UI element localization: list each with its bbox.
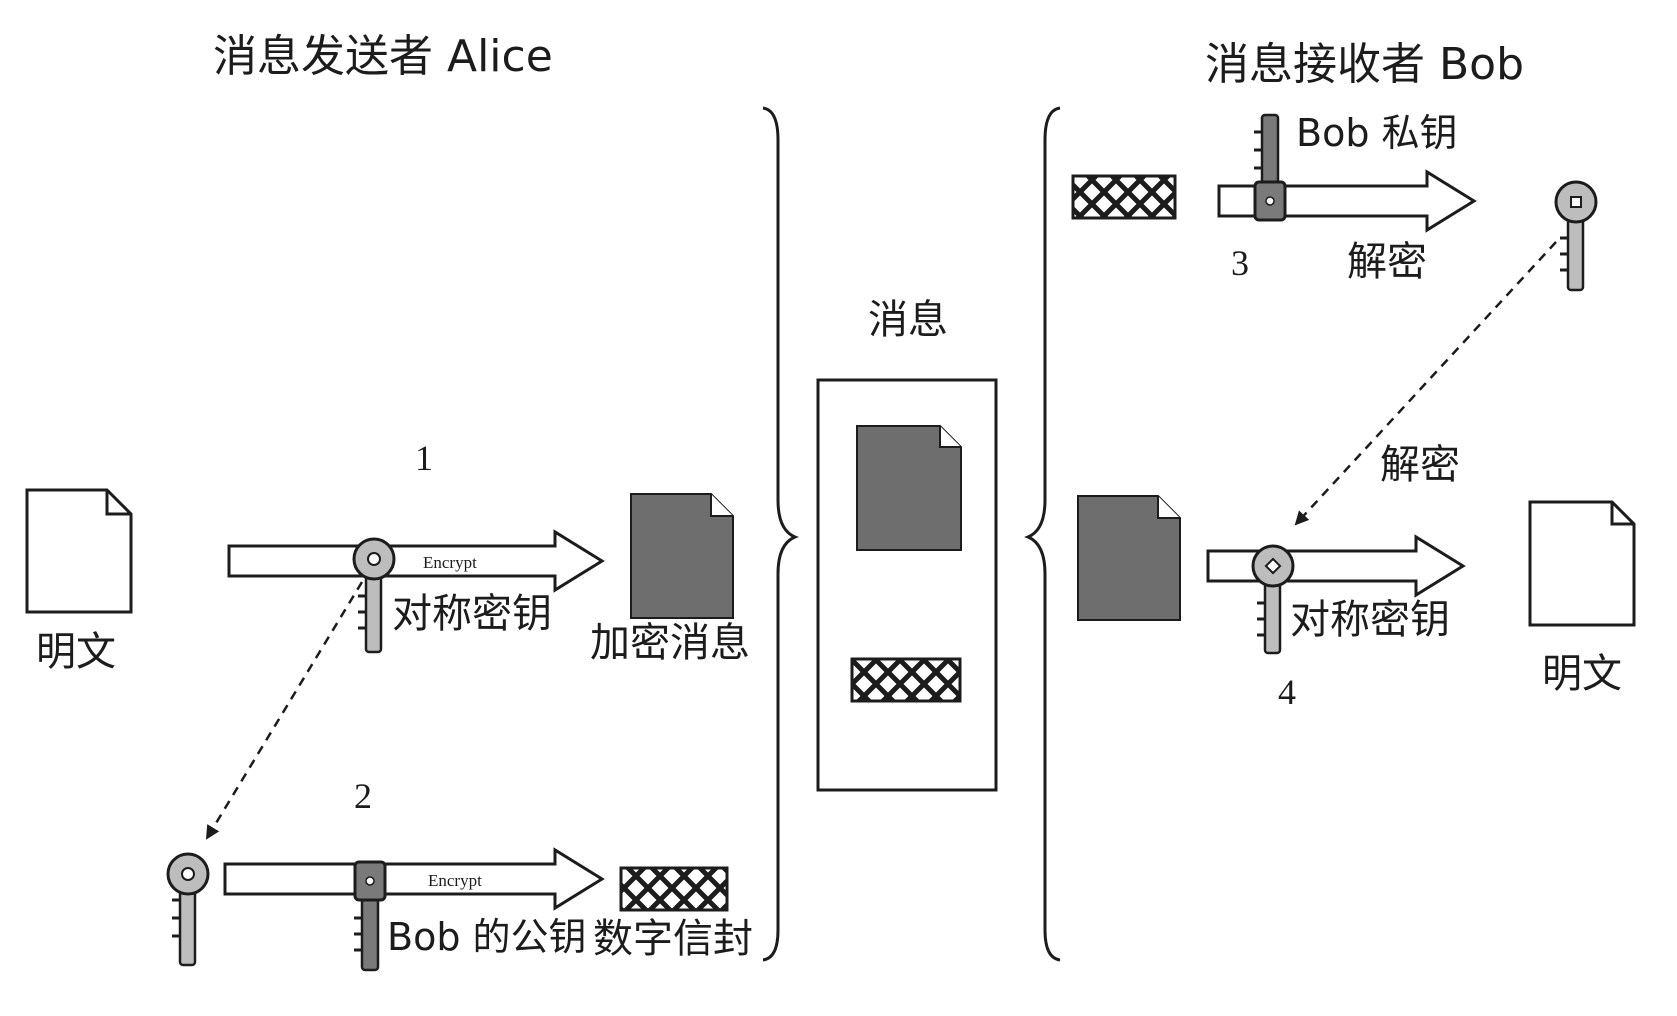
bob-public-key-icon bbox=[166, 852, 210, 967]
plaintext-document-icon bbox=[25, 488, 133, 614]
public-key-lock-icon bbox=[353, 860, 387, 972]
bob-private-key-icon bbox=[1253, 113, 1287, 222]
recovered-plaintext-label: 明文 bbox=[1542, 651, 1622, 697]
step4-key-label: 对称密钥 bbox=[1290, 597, 1450, 643]
received-encrypted-document-icon bbox=[1077, 495, 1181, 621]
message-digital-envelope-icon bbox=[850, 657, 962, 703]
symmetric-key-icon bbox=[352, 537, 396, 654]
encrypt-arrow-icon bbox=[227, 529, 605, 593]
sender-title: 消息发送者 Alice bbox=[213, 31, 553, 82]
step1-arrow-text: Encrypt bbox=[423, 553, 477, 572]
recovered-plaintext-document-icon bbox=[1528, 500, 1636, 627]
step3-number: 3 bbox=[1231, 243, 1249, 283]
step4-symmetric-key-icon bbox=[1251, 544, 1295, 655]
step4-diagonal-label: 解密 bbox=[1380, 442, 1460, 488]
receiver-title: 消息接收者 Bob bbox=[1205, 39, 1524, 90]
dashed-arrow-icon bbox=[205, 581, 364, 840]
left-curly-brace-icon bbox=[762, 106, 799, 962]
encrypt-arrow-2-icon bbox=[223, 847, 605, 911]
step2-number: 2 bbox=[354, 776, 372, 816]
step1-number: 1 bbox=[415, 438, 433, 478]
encrypted-message-document-icon bbox=[630, 493, 734, 619]
received-envelope-icon bbox=[1071, 174, 1177, 220]
bob-public-key-label: Bob 的公钥 bbox=[387, 915, 587, 959]
plaintext-label: 明文 bbox=[36, 629, 116, 675]
encrypted-message-label: 加密消息 bbox=[590, 620, 750, 666]
digital-envelope-icon bbox=[619, 866, 729, 912]
recovered-symmetric-key-icon bbox=[1554, 180, 1598, 292]
step2-arrow-text: Encrypt bbox=[428, 871, 482, 890]
step4-number: 4 bbox=[1278, 672, 1296, 712]
step1-key-label: 对称密钥 bbox=[392, 591, 552, 637]
message-encrypted-document-icon bbox=[856, 425, 962, 551]
step3-action-label: 解密 bbox=[1347, 239, 1427, 285]
right-curly-brace-icon bbox=[1024, 106, 1061, 962]
digital-envelope-label: 数字信封 bbox=[593, 916, 753, 962]
bob-private-key-label: Bob 私钥 bbox=[1296, 111, 1458, 155]
message-label: 消息 bbox=[868, 297, 948, 343]
decrypt-arrow-4-icon bbox=[1206, 534, 1466, 598]
